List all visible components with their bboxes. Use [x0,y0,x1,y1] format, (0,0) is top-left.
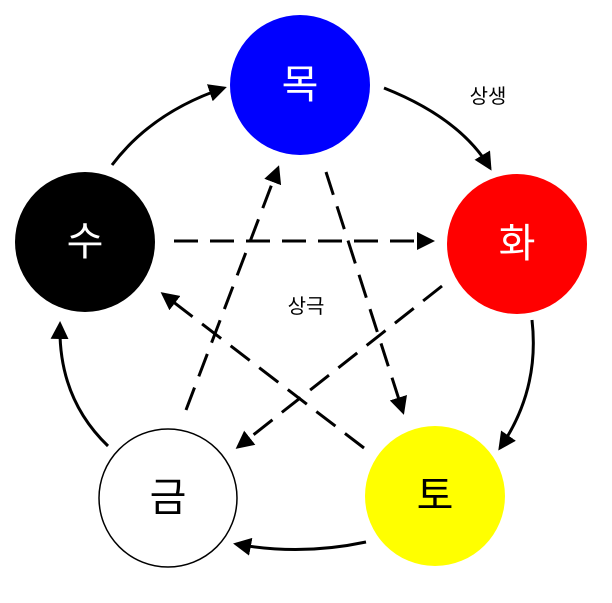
generating-arrow-metal-to-water [50,321,110,448]
node-fire-circle [447,174,587,314]
node-wood-circle [230,15,370,155]
generating-cycle [50,84,535,556]
controlling-arrow-earth-to-water [160,292,365,450]
controlling-arrow-wood-to-earth [324,171,407,415]
node-metal-circle [98,428,238,568]
node-earth-label: 토 [417,473,454,519]
node-earth-circle [365,426,505,566]
generating-arrow-wood-to-fire [383,86,492,171]
generating-arrow-fire-to-earth [498,319,535,451]
node-earth: 토 [365,426,505,566]
node-wood-label: 목 [282,62,319,108]
controlling-arrow-fire-to-metal [235,284,443,449]
node-fire-label: 화 [499,221,536,267]
node-metal-label: 금 [150,475,187,521]
node-wood: 목 [230,15,370,155]
generating-arrow-water-to-wood [110,84,227,166]
controlling-cycle-label: 상극 [288,294,325,318]
controlling-cycle [160,165,443,450]
node-water-label: 수 [67,219,104,265]
generating-cycle-label: 상생 [470,84,507,108]
generating-arrow-earth-to-metal [233,537,367,556]
node-fire: 화 [447,174,587,314]
controlling-arrow-metal-to-wood [184,165,282,411]
node-metal: 금 [98,428,238,568]
node-water: 수 [15,172,155,312]
node-water-circle [15,172,155,312]
